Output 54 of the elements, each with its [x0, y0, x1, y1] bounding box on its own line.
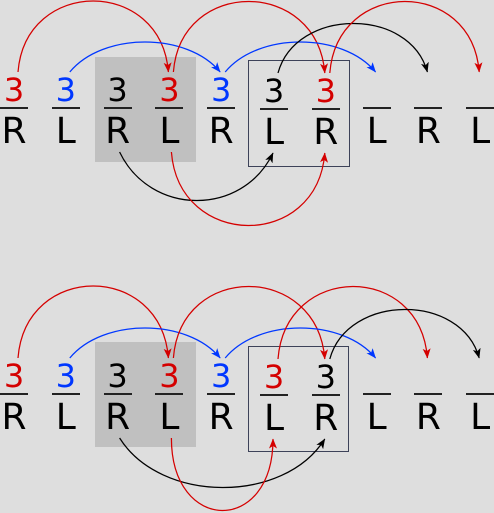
numerator-digit: 3 [107, 74, 128, 106]
curved-arrow [119, 152, 274, 202]
curved-arrow [170, 152, 327, 226]
denominator-letter: L [366, 114, 387, 150]
curved-arrow [277, 286, 430, 360]
curved-arrow [172, 0, 327, 74]
numerator-digit: 3 [316, 361, 336, 393]
denominator-letter: R [208, 400, 234, 436]
curved-arrow [69, 327, 221, 358]
curved-arrow [277, 22, 428, 74]
denominator-letter: L [159, 114, 180, 150]
denominator-letter: R [313, 401, 338, 437]
numerator-digit: 3 [107, 360, 128, 392]
curved-arrow [17, 0, 170, 72]
denominator-letter: L [264, 401, 284, 437]
denominator-letter: L [366, 400, 387, 436]
numerator-digit: 3 [316, 75, 336, 107]
shaded-region [95, 57, 196, 162]
curved-arrow [170, 438, 276, 512]
denominator-letter: L [264, 115, 284, 151]
denominator-letter: L [159, 400, 180, 436]
denominator-letter: L [56, 400, 76, 436]
denominator-letter: L [470, 114, 490, 150]
curved-arrow [17, 286, 170, 358]
numerator-digit: 3 [264, 361, 284, 393]
denominator-letter: R [313, 115, 338, 151]
numerator-digit: 3 [211, 74, 232, 106]
denominator-letter: R [416, 400, 441, 436]
numerator-digit: 3 [159, 360, 180, 392]
numerator-digit: 3 [264, 75, 284, 107]
framed-region [248, 60, 350, 167]
curved-arrow [69, 41, 221, 72]
denominator-letter: R [416, 114, 441, 150]
denominator-letter: L [56, 114, 76, 150]
curved-arrow [172, 286, 327, 360]
curved-arrow [329, 308, 480, 360]
curved-arrow [224, 327, 376, 358]
curved-arrow [119, 438, 326, 488]
denominator-letter: R [2, 114, 26, 150]
numerator-digit: 3 [56, 360, 76, 392]
numerator-digit: 3 [159, 74, 180, 106]
denominator-letter: L [470, 400, 490, 436]
curved-arrow [224, 41, 376, 72]
framed-region [248, 346, 349, 452]
denominator-letter: R [105, 114, 130, 150]
numerator-digit: 3 [4, 74, 24, 106]
denominator-letter: R [2, 400, 26, 436]
denominator-letter: R [105, 400, 130, 436]
numerator-digit: 3 [211, 360, 232, 392]
curved-arrow [329, 0, 482, 74]
numerator-digit: 3 [4, 360, 24, 392]
numerator-digit: 3 [56, 74, 76, 106]
denominator-letter: R [208, 114, 234, 150]
shaded-region [95, 342, 196, 447]
